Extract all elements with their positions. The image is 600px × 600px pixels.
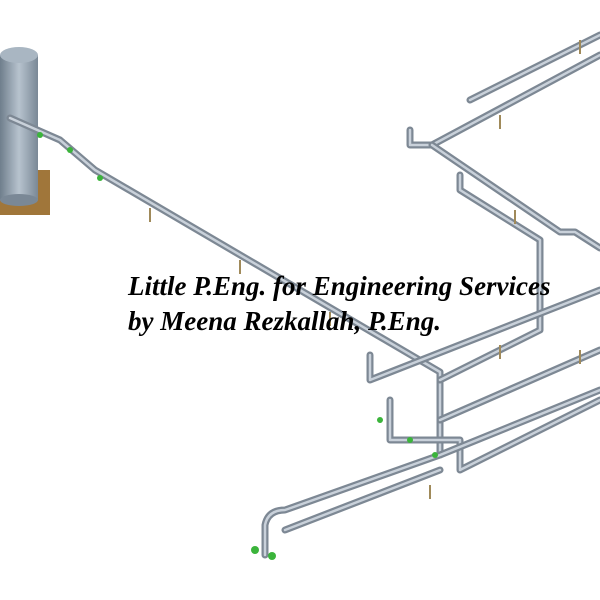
watermark-line-1: Little P.Eng. for Engineering Services xyxy=(128,271,551,301)
pipe-runs xyxy=(6,31,600,559)
top-pipe xyxy=(406,51,600,149)
fittings xyxy=(37,132,438,560)
pipe-supports xyxy=(149,40,581,499)
watermark-line-2: by Meena Rezkallah, P.Eng. xyxy=(128,306,442,336)
